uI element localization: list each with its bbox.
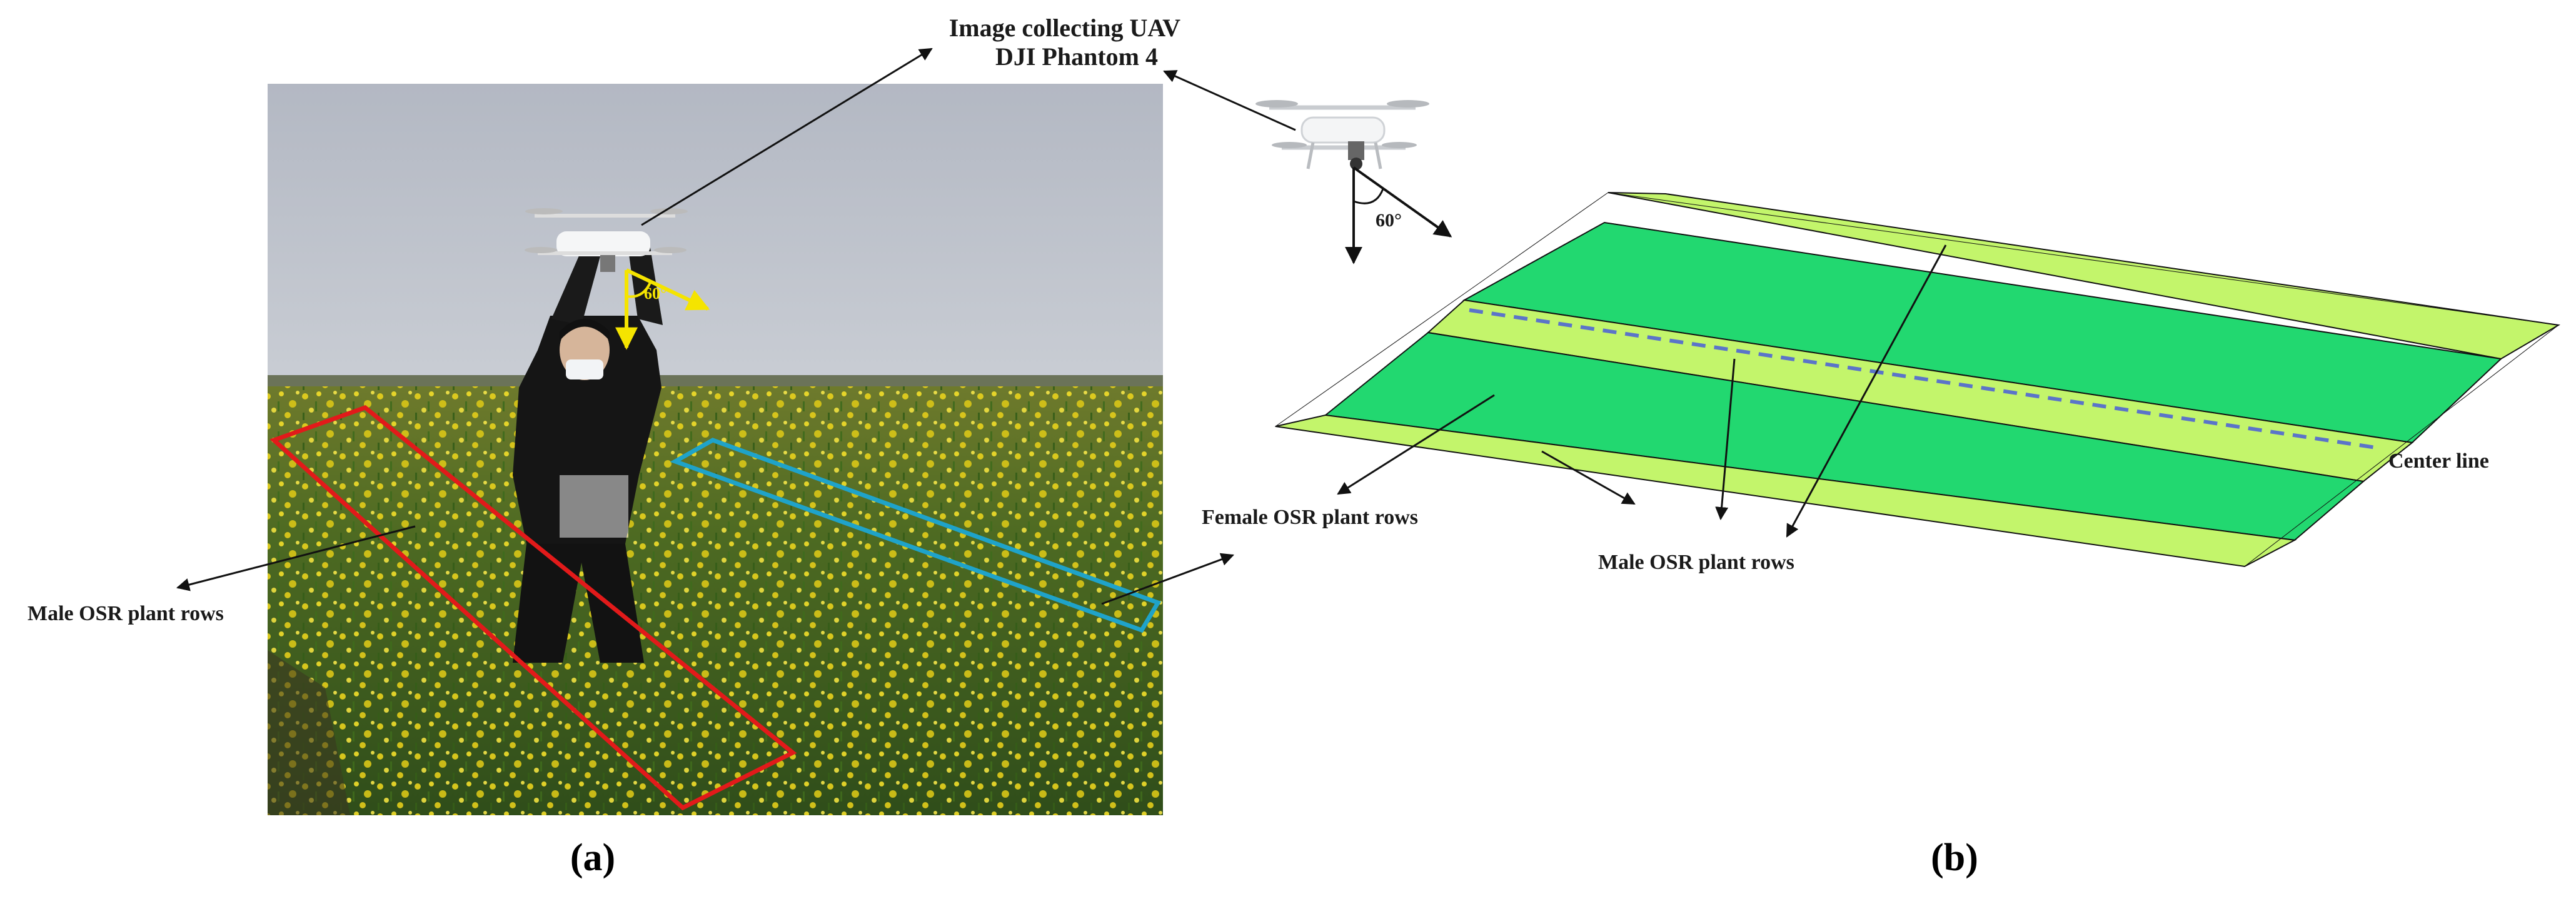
center-line [1469, 308, 2377, 450]
male-rows-arrow-b2 [1715, 358, 1736, 521]
plot-outline [1274, 192, 2560, 567]
panel-b-label: (b) [1931, 836, 1978, 879]
female-rows-arrow-a [1101, 553, 1234, 605]
photo-angle-label: 60° [644, 284, 667, 303]
female-rows-label-b: Female OSR plant rows [1202, 506, 1418, 529]
uav-arrow-to-photo-drone [641, 48, 933, 226]
photo-horizon-trees [268, 375, 1163, 389]
panel-a-label: (a) [570, 836, 615, 879]
female-rows-arrow-b [1337, 394, 1495, 495]
uav-arrow-to-diagram-drone [1163, 70, 1296, 131]
male-rows-label-a: Male OSR plant rows [28, 602, 224, 625]
uav-in-photo [525, 208, 688, 272]
male-rows-label-b: Male OSR plant rows [1598, 551, 1794, 574]
uav-label-line2: DJI Phantom 4 [995, 43, 1158, 71]
uav-label: Image collecting UAV DJI Phantom 4 [949, 14, 1180, 71]
photo-sky [268, 84, 1163, 384]
female-rows-outline [670, 438, 1162, 633]
field-photo: 60° [268, 84, 1163, 815]
diagram-angle-label: 60° [1376, 210, 1402, 231]
photo-flowers [268, 386, 1163, 815]
diagram-angle-mark: 60° [1345, 166, 1452, 264]
uav-label-line1: Image collecting UAV [949, 14, 1180, 42]
person-holding-uav [513, 248, 663, 663]
male-rows-arrow-b1 [1541, 450, 1636, 505]
center-line-label: Center line [2388, 450, 2489, 473]
male-rows-outline [269, 405, 797, 811]
male-rows-arrow-a [176, 525, 416, 591]
uav-icon [1255, 100, 1429, 170]
photo-soil-furrow [268, 650, 350, 815]
photo-angle-mark: 60° [615, 268, 710, 350]
plot-schematic [1274, 192, 2560, 568]
male-rows-arrow-b3 [1786, 244, 1947, 538]
